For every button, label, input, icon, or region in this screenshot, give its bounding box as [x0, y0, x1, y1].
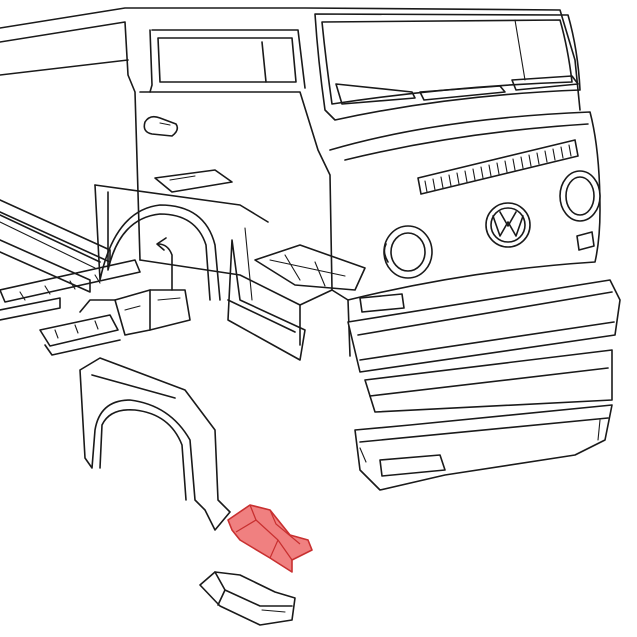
lower-support-bracket: [199, 571, 296, 626]
lower-apron-panel: [354, 404, 613, 491]
front-floor-panel: [254, 244, 366, 291]
turn-signal-left: [359, 293, 405, 313]
chassis-rails: [0, 199, 141, 321]
door-handle-icon: [143, 115, 179, 137]
turn-signal-right: [576, 231, 595, 251]
right-headlight-icon: [559, 170, 601, 222]
front-face: [329, 111, 601, 301]
outer-wheel-arch-panel: [79, 357, 231, 531]
door-floor-bracket: [154, 169, 233, 193]
windshield: [314, 13, 581, 121]
inner-wheel-arch-assembly: [94, 184, 306, 361]
van-body: [0, 7, 601, 357]
front-valance-panel: [364, 349, 613, 413]
left-headlight-icon: [383, 225, 433, 279]
vw-logo-icon: [485, 202, 531, 248]
front-bumper-panel-upper: [347, 279, 621, 373]
highlighted-jacking-point-support[interactable]: [227, 504, 313, 573]
mounting-brackets: [39, 289, 191, 356]
